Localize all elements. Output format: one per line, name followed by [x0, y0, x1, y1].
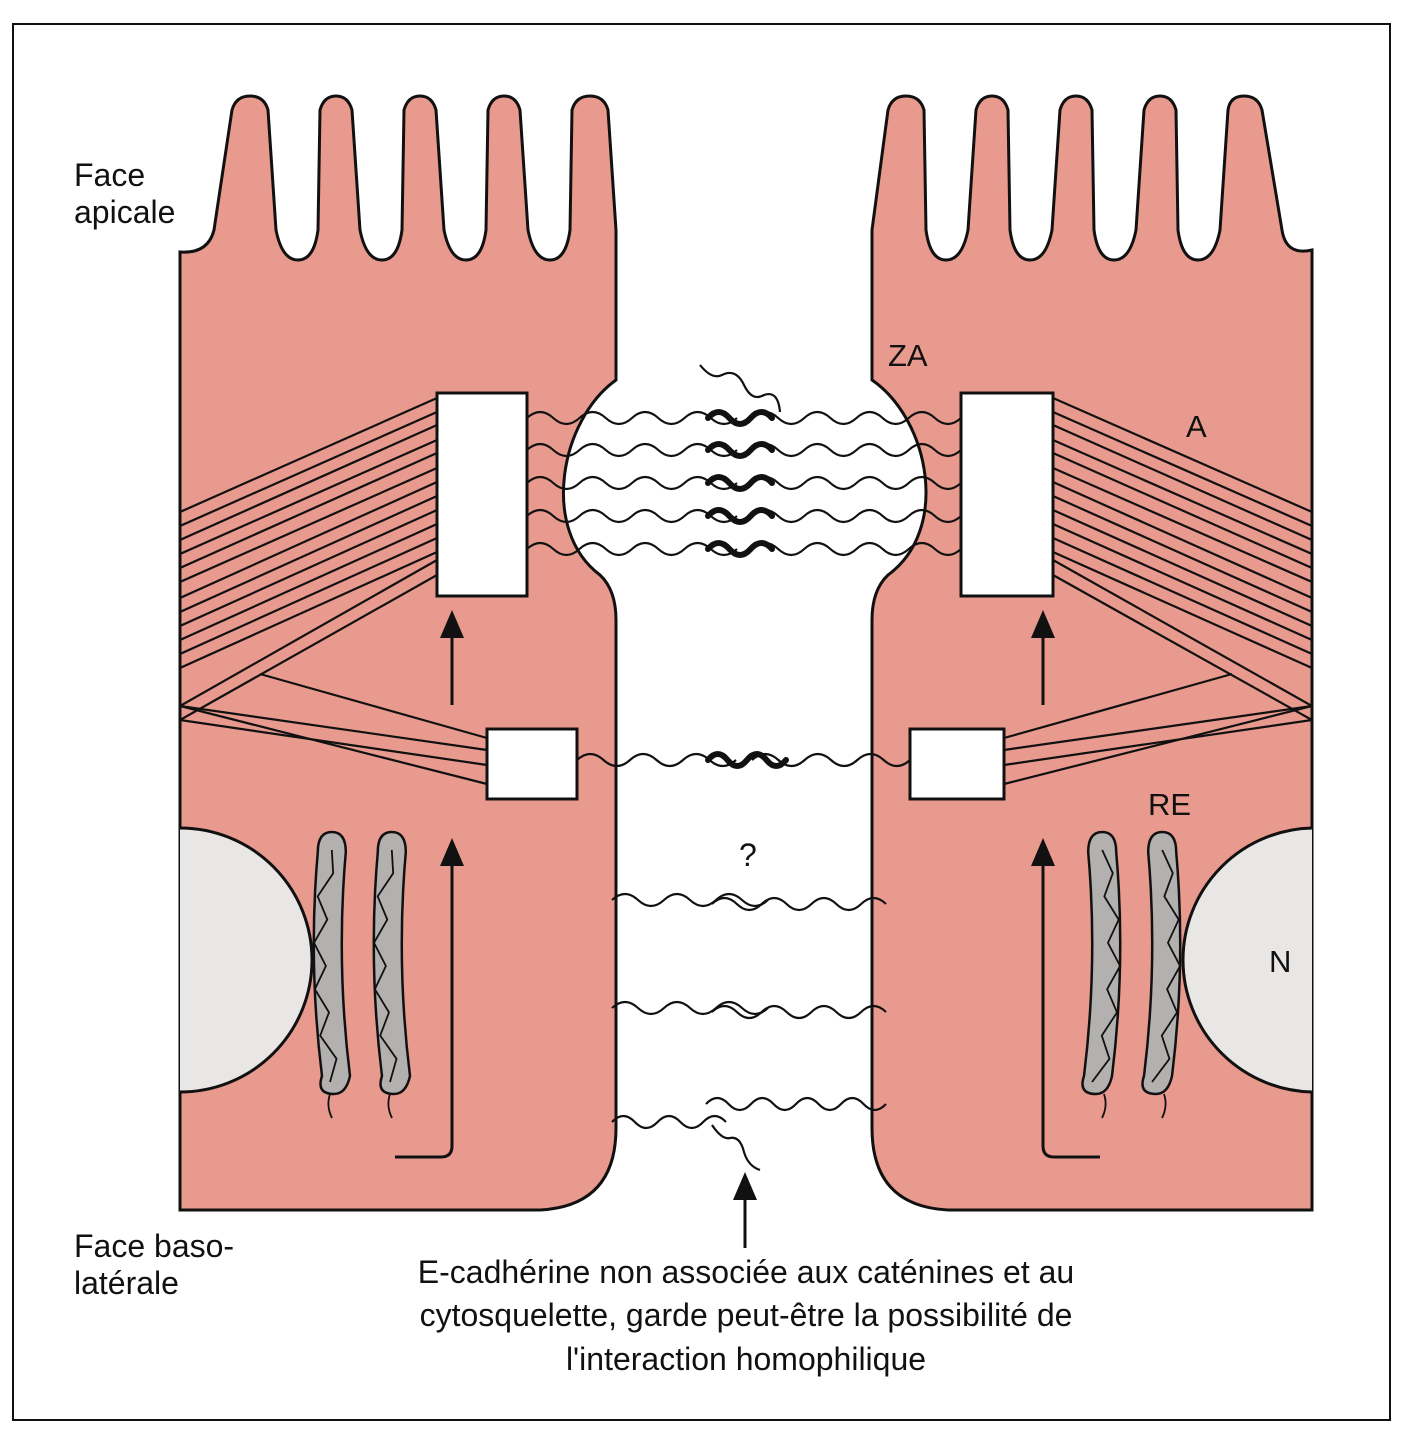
- cadherin-unbound-left: [611, 892, 769, 908]
- cadherin-overlap: [705, 409, 775, 427]
- right-actin-strand: [1003, 672, 1312, 786]
- figure-frame: [12, 23, 1391, 1421]
- cadherin-overlap: [705, 540, 775, 558]
- cadherin-left: [526, 541, 738, 557]
- apical-label-line2: apicale: [74, 194, 175, 230]
- er-cisterna: [1141, 830, 1182, 1096]
- left-actin-strand: [180, 451, 438, 570]
- cadherin-free-strand: [699, 364, 782, 413]
- cadherin-left: [526, 508, 738, 524]
- left-actin-strand: [180, 438, 438, 556]
- reticulum-label: RE: [1148, 787, 1191, 822]
- cadherin-left: [526, 410, 738, 426]
- er-ribosome-line: [1091, 849, 1122, 1083]
- right-actin-strand: [1052, 550, 1312, 670]
- cadherin-overlap: [705, 474, 775, 492]
- cadherin-right: [751, 475, 962, 491]
- right-actin-strand: [1052, 451, 1312, 570]
- er-ribosome-line: [1151, 849, 1182, 1083]
- er-ribosome-line: [313, 849, 338, 1083]
- er-cisterna: [1081, 830, 1122, 1096]
- cadherin-right: [751, 541, 962, 557]
- right-actin-strand: [1052, 494, 1312, 614]
- right-actin-strand: [1052, 559, 1312, 721]
- right-transport-arrows: [1031, 610, 1100, 1159]
- right-actin-strand: [1052, 480, 1312, 600]
- actin-label: A: [1186, 409, 1207, 444]
- right-upper-arrowhead: [1031, 610, 1055, 638]
- basolateral-label-line1: Face baso-: [74, 1228, 234, 1264]
- left-actin-strand: [180, 559, 438, 721]
- nucleus-label: N: [1269, 944, 1291, 979]
- left-lower-plaque: [485, 727, 579, 801]
- cadherin-unbound-right: [711, 896, 887, 912]
- er-tail: [1161, 1093, 1167, 1119]
- right-actin-strand: [1052, 438, 1312, 556]
- right-actin-strand: [1052, 508, 1312, 628]
- left-actin-strand: [180, 466, 438, 584]
- er-ribosome-line: [373, 849, 398, 1083]
- caption-line3: l'interaction homophilique: [566, 1341, 926, 1377]
- left-actin-strand: [180, 480, 438, 600]
- left-actin-strand: [180, 704, 488, 767]
- cadherin-left: [526, 475, 738, 491]
- cadherin-overlap: [705, 441, 775, 459]
- cadherin-right: [751, 410, 962, 426]
- e-cadherin-molecules: [526, 364, 962, 1172]
- left-actin-strand: [180, 672, 488, 786]
- left-actin-strand: [180, 396, 438, 514]
- left-actin-strand: [180, 522, 438, 642]
- caption-pointer-arrow: [733, 1172, 757, 1248]
- caption-line2: cytosquelette, garde peut-être la possib…: [420, 1297, 1073, 1333]
- cadherin-unbound-left: [611, 1114, 727, 1130]
- endoplasmic-reticulum: [312, 830, 1182, 1119]
- left-actin-strand: [180, 410, 438, 528]
- right-lower-arrowhead: [1031, 838, 1055, 866]
- left-upper-arrowhead: [440, 610, 464, 638]
- er-tail: [327, 1093, 333, 1119]
- left-nucleus: [180, 826, 314, 1094]
- right-actin-strand: [1052, 522, 1312, 642]
- question-mark: ?: [739, 837, 757, 873]
- left-actin-strand: [180, 536, 438, 656]
- right-lower-plaque: [908, 727, 1006, 801]
- left-transport-arrows: [395, 610, 464, 1159]
- left-lower-arrowhead: [440, 838, 464, 866]
- cadherin-unbound-left: [611, 1000, 769, 1016]
- zonula-adherens-label: ZA: [888, 338, 928, 373]
- left-adherens-plaque: [435, 391, 529, 598]
- left-actin-strand: [180, 423, 438, 542]
- left-actin-strand: [180, 508, 438, 628]
- left-actin-filaments: [180, 396, 488, 786]
- er-tail: [1101, 1093, 1107, 1119]
- cadherin-right: [751, 508, 962, 524]
- right-actin-strand: [1052, 410, 1312, 528]
- left-actin-strand: [180, 494, 438, 614]
- cadherin-overlap: [705, 507, 775, 525]
- cadherin-overlap: [705, 751, 789, 769]
- er-tail: [387, 1093, 393, 1119]
- right-actin-strand: [1003, 704, 1312, 767]
- right-actin-strand: [1052, 396, 1312, 514]
- apical-label-line1: Face: [74, 157, 145, 193]
- left-lower-arrow: [395, 858, 454, 1159]
- right-actin-strand: [1052, 423, 1312, 542]
- right-adherens-plaque: [959, 391, 1055, 598]
- caption-line1: E-cadhérine non associée aux caténines e…: [418, 1254, 1074, 1290]
- cadherin-right: [751, 442, 962, 458]
- right-nucleus: [1181, 826, 1312, 1094]
- right-lower-arrow: [1041, 858, 1100, 1159]
- right-actin-strand: [1052, 466, 1312, 584]
- cadherin-unbound-tail: [711, 1124, 761, 1172]
- cadherin-unbound-right: [711, 1004, 887, 1020]
- cadherin-unbound-right: [705, 1096, 887, 1112]
- basolateral-label-line2: latérale: [74, 1265, 179, 1301]
- cadherin-right: [751, 752, 911, 768]
- cadherin-left: [526, 442, 738, 458]
- left-actin-strand: [180, 550, 438, 670]
- right-actin-strand: [1052, 536, 1312, 656]
- right-actin-filaments: [1003, 396, 1312, 786]
